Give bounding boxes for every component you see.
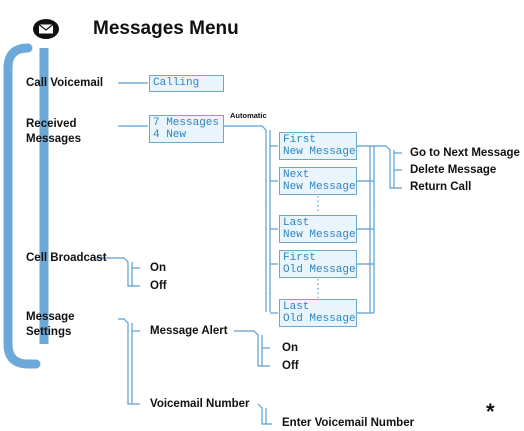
option-return-call: Return Call: [410, 181, 472, 193]
option-alert-off: Off: [282, 360, 299, 372]
label-voicemail-number: Voicemail Number: [150, 398, 250, 410]
lcd-calling: Calling: [149, 75, 224, 92]
label-message-settings-2: Settings: [26, 326, 72, 338]
label-message-alert: Message Alert: [150, 325, 228, 337]
option-cell-broadcast-off: Off: [150, 280, 167, 292]
label-automatic: Automatic: [230, 111, 267, 120]
label-message-settings-1: Message: [26, 311, 75, 323]
option-cell-broadcast-on: On: [150, 262, 166, 274]
page-title: Messages Menu: [93, 18, 239, 39]
label-received-1: Received: [26, 118, 77, 130]
option-go-to-next-message: Go to Next Message: [410, 147, 520, 159]
option-delete-message: Delete Message: [410, 164, 497, 176]
label-cell-broadcast: Cell Broadcast: [26, 252, 107, 264]
label-call-voicemail: Call Voicemail: [26, 77, 104, 89]
envelope-icon: [33, 19, 59, 39]
footnote-asterisk: *: [486, 399, 495, 424]
option-enter-voicemail-number: Enter Voicemail Number: [282, 417, 415, 429]
label-received-2: Messages: [26, 133, 81, 145]
option-alert-on: On: [282, 342, 298, 354]
